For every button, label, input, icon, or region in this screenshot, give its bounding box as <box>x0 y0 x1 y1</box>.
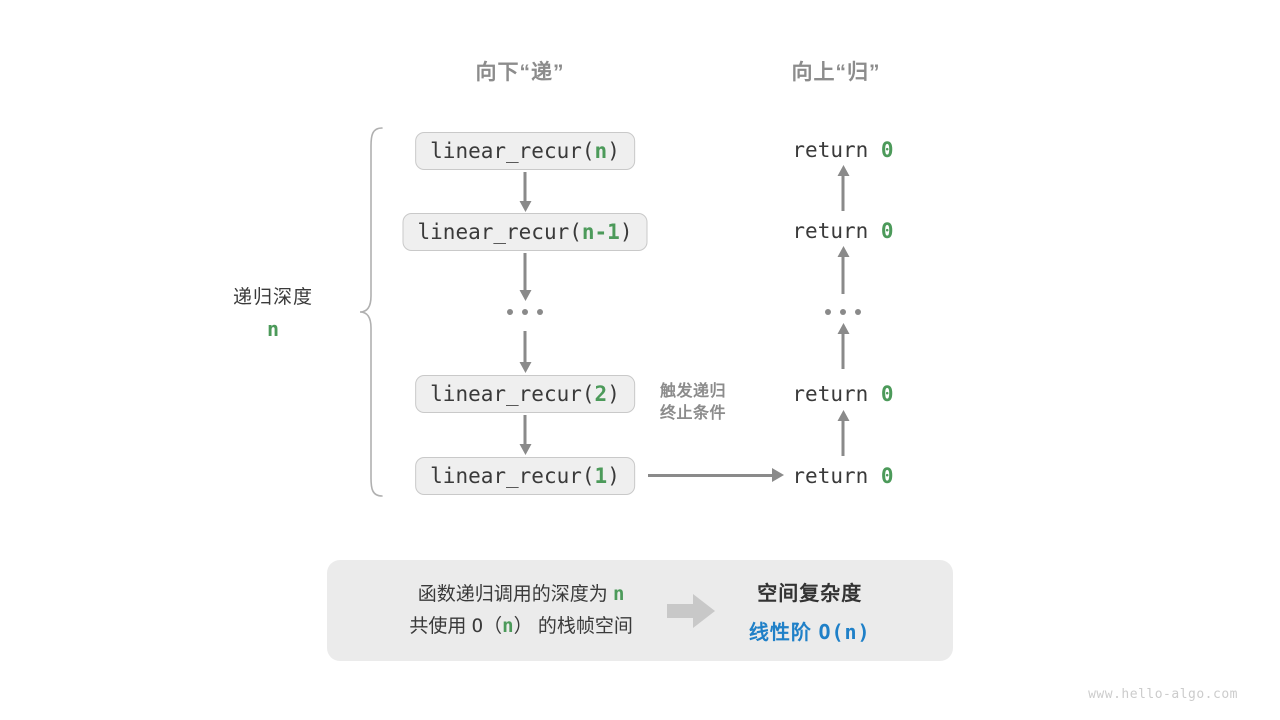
column-header-descend: 向下“递” <box>475 61 565 84</box>
call-stack-ellipsis <box>507 309 543 315</box>
descend-arrow-2 <box>523 331 527 363</box>
call-box-1: linear_recur(n-1) <box>402 213 648 251</box>
summary-result: 空间复杂度 线性阶 O(n) <box>749 577 871 645</box>
termination-line-1: 触发递归 <box>660 383 727 400</box>
summary-result-title: 空间复杂度 <box>757 582 863 605</box>
ellipsis-dot <box>825 309 831 315</box>
call-box-text-0: linear_recur(n) <box>430 139 620 163</box>
summary-line-1: 函数递归调用的深度为 n <box>417 583 625 606</box>
summary-line-2: 共使用 O（n） 的栈帧空间 <box>409 614 633 637</box>
call-box-text-1: linear_recur(n-1) <box>417 220 633 244</box>
column-header-ascend: 向上“归” <box>791 61 881 84</box>
ellipsis-dot <box>537 309 543 315</box>
call-box-text-2: linear_recur(2) <box>430 382 620 406</box>
recursion-depth-annotation: 递归深度 n <box>233 282 313 341</box>
return-ellipsis <box>825 309 861 315</box>
descend-arrow-3 <box>523 415 527 445</box>
recursion-depth-variable: n <box>266 317 280 341</box>
ellipsis-dot <box>840 309 846 315</box>
base-case-arrow <box>648 474 773 477</box>
ascend-arrow-1 <box>841 256 845 294</box>
call-box-3: linear_recur(1) <box>415 457 635 495</box>
return-label-2: return 0 <box>792 382 894 406</box>
ascend-arrow-0 <box>841 175 845 211</box>
summary-result-value: 线性阶 O(n) <box>748 619 871 644</box>
ascend-arrow-3 <box>841 420 845 456</box>
ellipsis-dot <box>507 309 513 315</box>
return-label-1: return 0 <box>792 219 894 243</box>
implies-arrow-icon <box>666 593 715 628</box>
return-label-0: return 0 <box>792 138 894 162</box>
ellipsis-dot <box>522 309 528 315</box>
depth-brace-icon <box>359 127 383 497</box>
complexity-summary-box: 函数递归调用的深度为 n 共使用 O（n） 的栈帧空间 空间复杂度 线性阶 O(… <box>327 560 953 661</box>
descend-arrow-0 <box>523 172 527 202</box>
summary-description: 函数递归调用的深度为 n 共使用 O（n） 的栈帧空间 <box>409 579 632 642</box>
ellipsis-dot <box>855 309 861 315</box>
termination-condition-annotation: 触发递归 终止条件 <box>660 381 726 424</box>
descend-arrow-1 <box>523 253 527 291</box>
call-box-text-3: linear_recur(1) <box>430 464 620 488</box>
site-watermark: www.hello-algo.com <box>1088 687 1238 702</box>
return-label-3: return 0 <box>792 464 894 488</box>
call-box-2: linear_recur(2) <box>415 375 635 413</box>
termination-line-2: 终止条件 <box>660 404 727 422</box>
call-box-0: linear_recur(n) <box>415 132 635 170</box>
recursion-depth-label: 递归深度 <box>232 287 314 308</box>
ascend-arrow-2 <box>841 333 845 369</box>
